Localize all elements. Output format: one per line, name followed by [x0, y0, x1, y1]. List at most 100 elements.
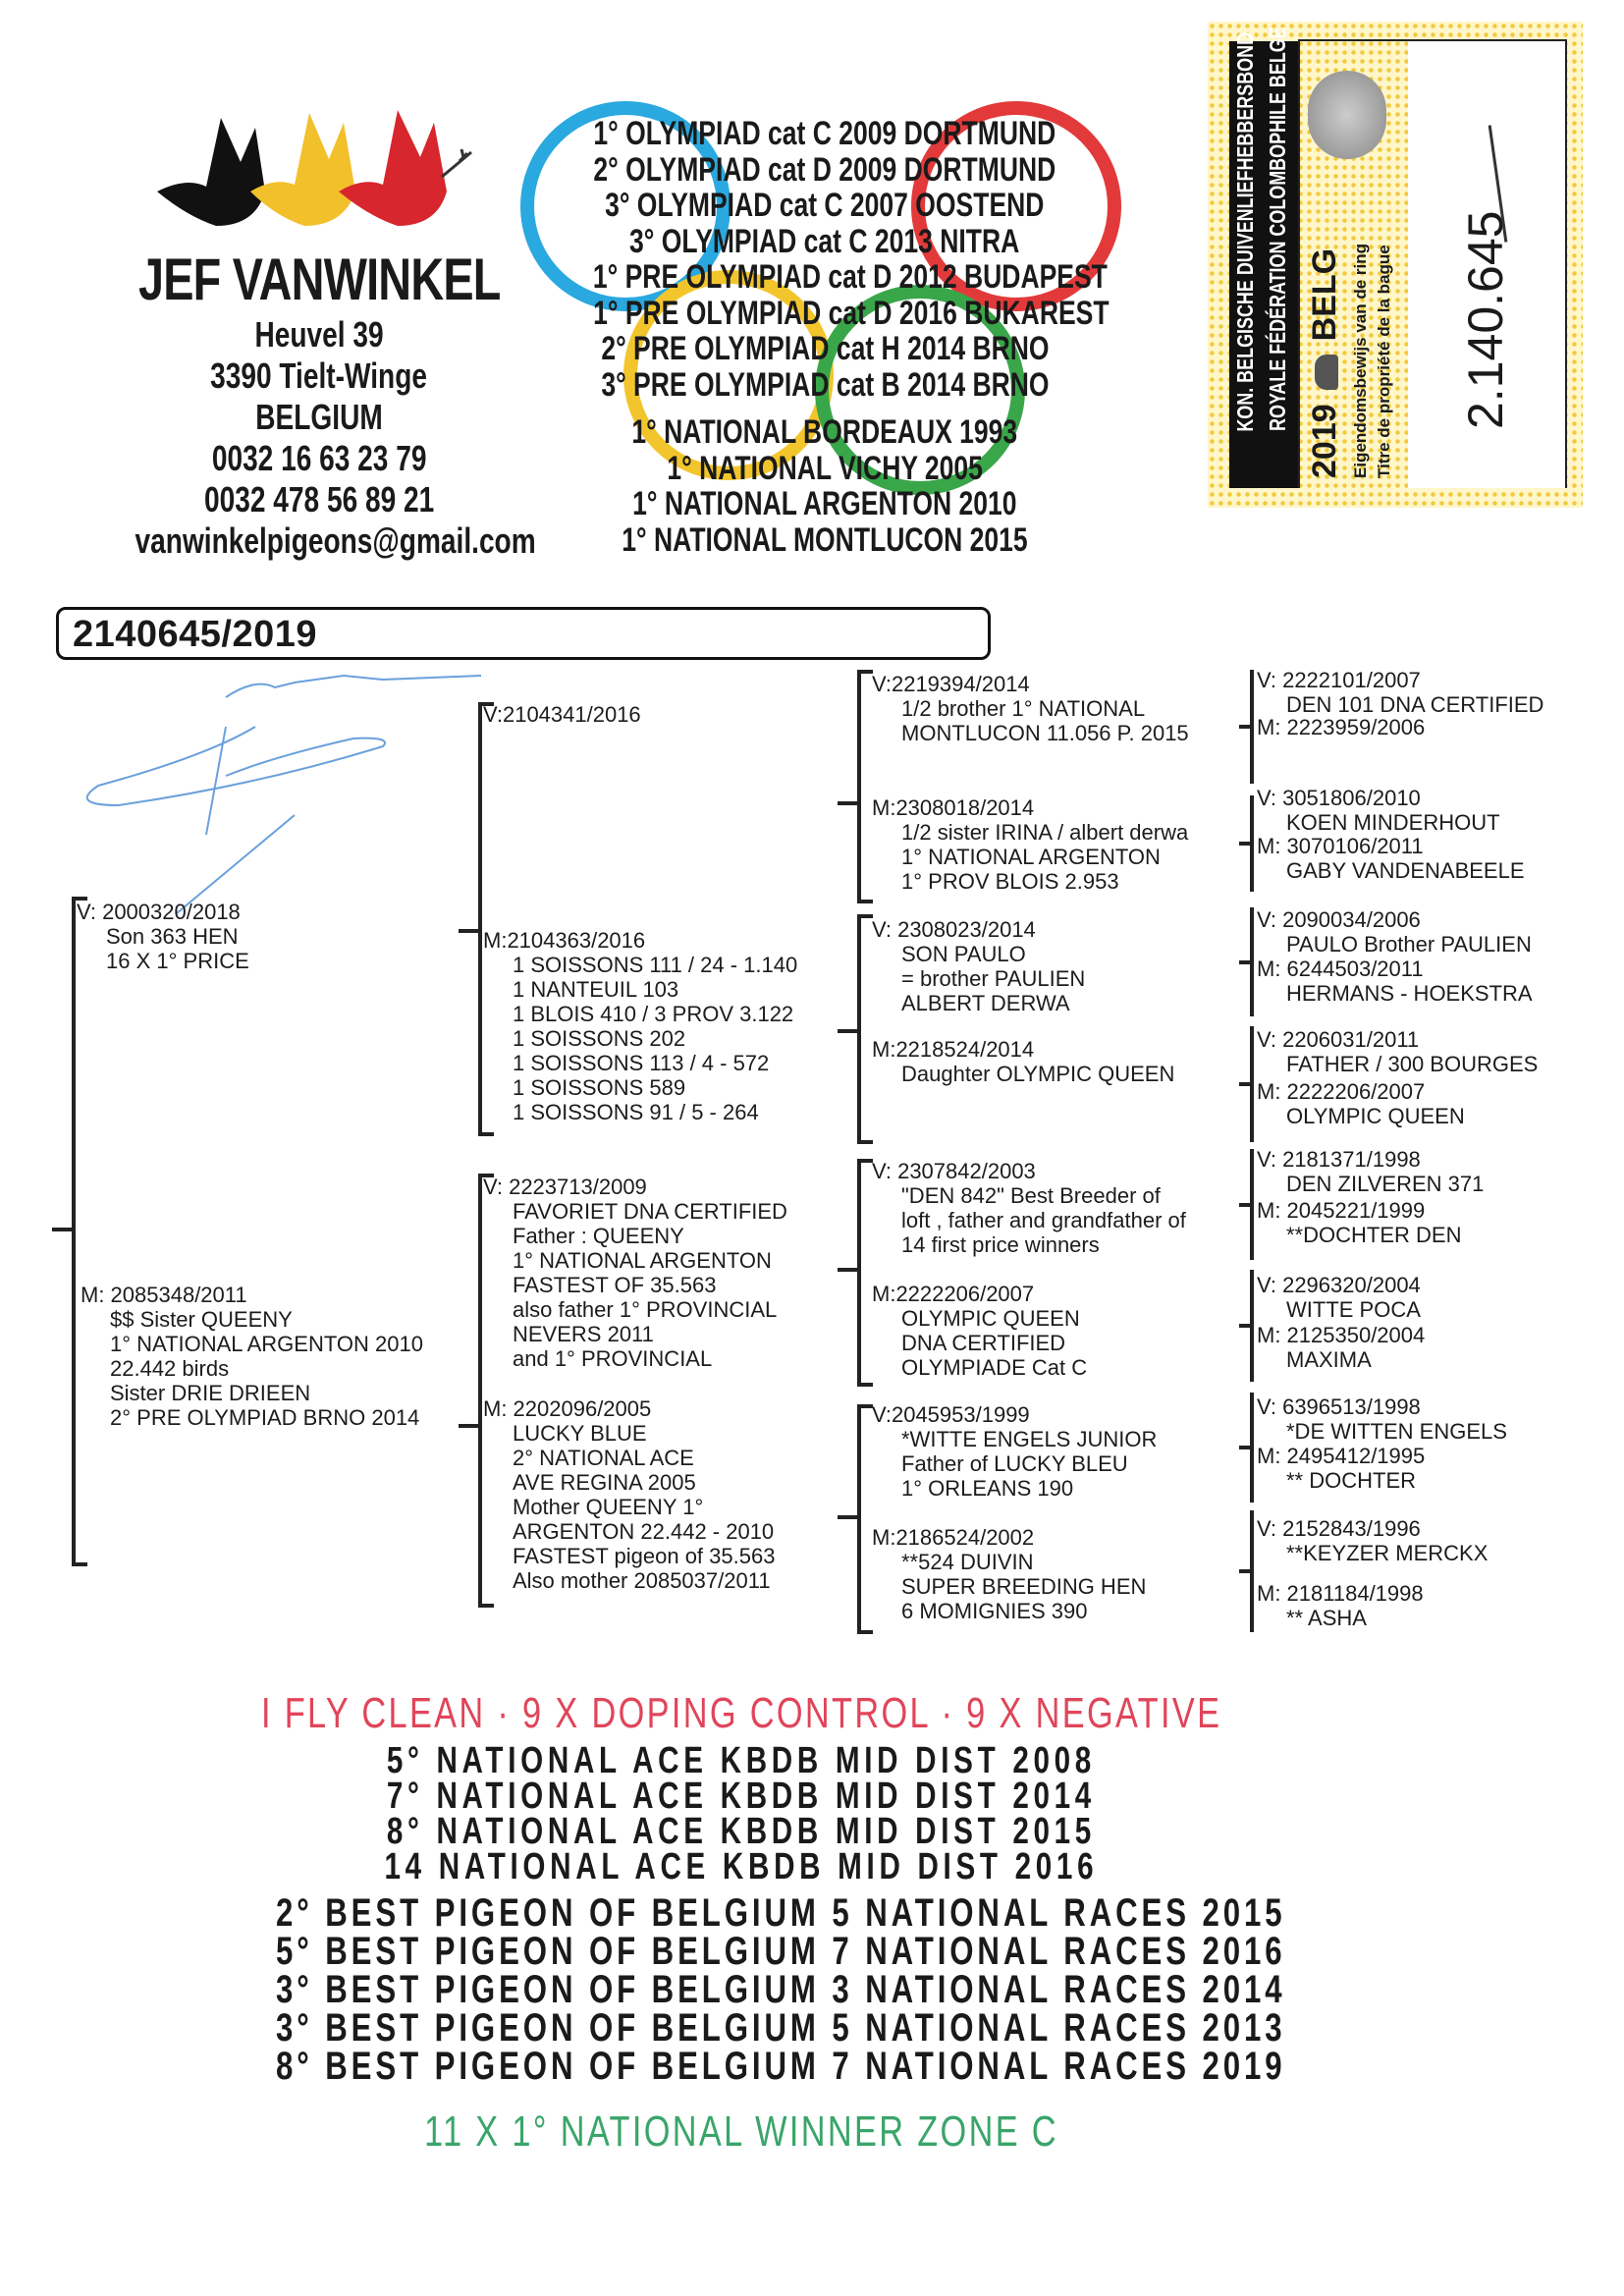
doping-text: I FLY CLEAN · 9 X DOPING CONTROL · 9 X N… — [260, 1689, 1222, 1737]
ring-number: V: 6396513/1998 — [1257, 1394, 1421, 1419]
ring-number: V: 3051806/2010 — [1257, 786, 1421, 810]
pigeon-note: 1 SOISSONS 589 — [513, 1075, 686, 1100]
achievement: 1° NATIONAL MONTLUCON 2015 — [622, 520, 1028, 559]
gen4-bracket — [1239, 670, 1254, 784]
doping-statement: I FLY CLEAN · 9 X DOPING CONTROL · 9 X N… — [0, 1689, 1483, 1738]
ring-number: V: 2223713/2009 — [483, 1175, 647, 1199]
achievement: 3° PRE OLYMPIAD cat B 2014 BRNO — [600, 365, 1050, 404]
doves-logo — [157, 110, 472, 226]
pigeon-note: 1° NATIONAL ARGENTON 2010 — [110, 1332, 423, 1356]
gen1-bracket — [52, 897, 87, 1566]
breeder-info: JEF VANWINKEL Heuvel 39 3390 Tielt-Winge… — [79, 246, 560, 562]
black-dove-icon — [157, 118, 265, 226]
pigeon-note: *WITTE ENGELS JUNIOR — [901, 1427, 1158, 1451]
zone-winner: 11 X 1° NATIONAL WINNER ZONE C — [0, 2107, 1483, 2157]
pigeon-note: 1° PROV BLOIS 2.953 — [901, 869, 1119, 894]
ring-number: V: 2308023/2014 — [872, 917, 1036, 942]
gen2-bracket — [459, 702, 494, 1136]
ring-title: 2140645/2019 — [73, 614, 318, 655]
breeder-email[interactable]: vanwinkelpigeons@gmail.com — [135, 520, 536, 561]
breeder-phone: 0032 16 63 23 79 — [211, 438, 427, 478]
pigeon-note: PAULO Brother PAULIEN — [1286, 932, 1532, 957]
pigeon-note: = brother PAULIEN — [901, 966, 1086, 991]
pigeon-note: "DEN 842" Best Breeder of — [901, 1183, 1161, 1208]
breeder-country: BELGIUM — [255, 397, 383, 437]
gen4-bracket — [1239, 1393, 1254, 1503]
gen2-sire-sire: V:2104341/2016 — [483, 702, 641, 727]
breeder-city: 3390 Tielt-Winge — [210, 355, 428, 396]
yellow-dove-icon — [250, 113, 355, 226]
pigeon-note: ARGENTON 22.442 - 2010 — [513, 1519, 775, 1544]
pigeon-note: OLYMPIC QUEEN — [1286, 1104, 1465, 1128]
gen4-bracket — [1239, 1510, 1254, 1632]
pigeon-note: 1/2 brother 1° NATIONAL — [901, 696, 1146, 721]
pigeon-note: FAVORIET DNA CERTIFIED — [513, 1199, 787, 1224]
pigeon-note: ** ASHA — [1286, 1606, 1367, 1630]
ring-number: V:2045953/1999 — [872, 1402, 1030, 1427]
pigeon-note: loft , father and grandfather of — [901, 1208, 1186, 1232]
ring-number: M: 6244503/2011 — [1257, 957, 1424, 981]
pigeon-note: also father 1° PROVINCIAL — [513, 1297, 778, 1322]
ring-number: M: 3070106/2011 — [1257, 834, 1424, 858]
ace-result: 14 NATIONAL ACE KBDB MID DIST 2016 — [384, 1846, 1099, 1887]
ring-number: V: 2222101/2007 — [1257, 668, 1421, 692]
pigeon-note: MONTLUCON 11.056 P. 2015 — [901, 721, 1189, 745]
achievement: 1° PRE OLYMPIAD cat D 2012 BUDAPEST — [592, 258, 1108, 296]
pigeon-note: 14 first price winners — [901, 1232, 1100, 1257]
pigeon-note: 16 X 1° PRICE — [106, 949, 249, 973]
blue-ring-icon — [520, 101, 731, 311]
best-pigeon-result: 8° BEST PIGEON OF BELGIUM 7 NATIONAL RAC… — [275, 2045, 1286, 2088]
ace-result: 8° NATIONAL ACE KBDB MID DIST 2015 — [386, 1811, 1097, 1852]
gen4-bracket — [1239, 1270, 1254, 1382]
pigeon-note: WITTE POCA — [1286, 1297, 1421, 1322]
gen4-entry: M: 2495412/1995** DOCHTER — [1257, 1444, 1425, 1493]
ring-number: M:2186524/2002 — [872, 1525, 1035, 1550]
achievement: 1° OLYMPIAD cat C 2009 DORTMUND — [593, 115, 1056, 152]
gen4-bracket — [1239, 1149, 1254, 1260]
best-pigeon-result: 3° BEST PIGEON OF BELGIUM 3 NATIONAL RAC… — [275, 1968, 1286, 2011]
ring-number: M: 2085348/2011 — [81, 1283, 247, 1307]
pigeon-note: 1/2 sister IRINA / albert derwa — [901, 820, 1189, 845]
pigeon-note: $$ Sister QUEENY — [110, 1307, 293, 1332]
ring-number: M:2222206/2007 — [872, 1282, 1035, 1306]
ring-number: M: 2222206/2007 — [1257, 1079, 1426, 1104]
ring-number: V: 2152843/1996 — [1257, 1516, 1421, 1541]
pigeon-note: NEVERS 2011 — [513, 1322, 654, 1346]
ring-number: M:2104363/2016 — [483, 928, 646, 953]
pigeon-note: DEN ZILVEREN 371 — [1286, 1172, 1485, 1196]
red-ring-icon — [911, 101, 1121, 311]
gen4-entry: M: 2223959/2006 — [1257, 715, 1425, 739]
pigeon-note: 1 SOISSONS 113 / 4 - 572 — [513, 1051, 770, 1075]
pigeon-note: FATHER / 300 BOURGES — [1286, 1052, 1539, 1076]
achievement: 2° PRE OLYMPIAD cat H 2014 BRNO — [600, 330, 1050, 367]
achievement: 1° PRE OLYMPIAD cat D 2016 BUKAREST — [593, 294, 1110, 332]
gen3-entry: V: 2307842/2003"DEN 842" Best Breeder of… — [872, 1159, 1186, 1257]
breeder-mobile: 0032 478 56 89 21 — [203, 479, 435, 519]
pigeon-note: 1 NANTEUIL 103 — [513, 977, 679, 1002]
achievement: 3° OLYMPIAD cat C 2013 NITRA — [629, 222, 1020, 260]
gen4-bracket — [1239, 795, 1254, 892]
pigeon-note: OLYMPIADE Cat C — [901, 1355, 1088, 1380]
ace-result: 5° NATIONAL ACE KBDB MID DIST 2008 — [386, 1740, 1097, 1781]
best-pigeon-result: 2° BEST PIGEON OF BELGIUM 5 NATIONAL RAC… — [275, 1891, 1286, 1935]
ring-number: V: 2000320/2018 — [77, 900, 241, 924]
signature — [85, 674, 482, 914]
ring-number: M: 2495412/1995 — [1257, 1444, 1426, 1468]
gen3-bracket — [838, 1404, 873, 1634]
pigeon-note: GABY VANDENABEELE — [1286, 858, 1525, 883]
pigeon-note: Son 363 HEN — [106, 924, 239, 949]
achievement: 1° NATIONAL BORDEAUX 1993 — [631, 413, 1018, 451]
ring-number: M: 2045221/1999 — [1257, 1198, 1426, 1223]
